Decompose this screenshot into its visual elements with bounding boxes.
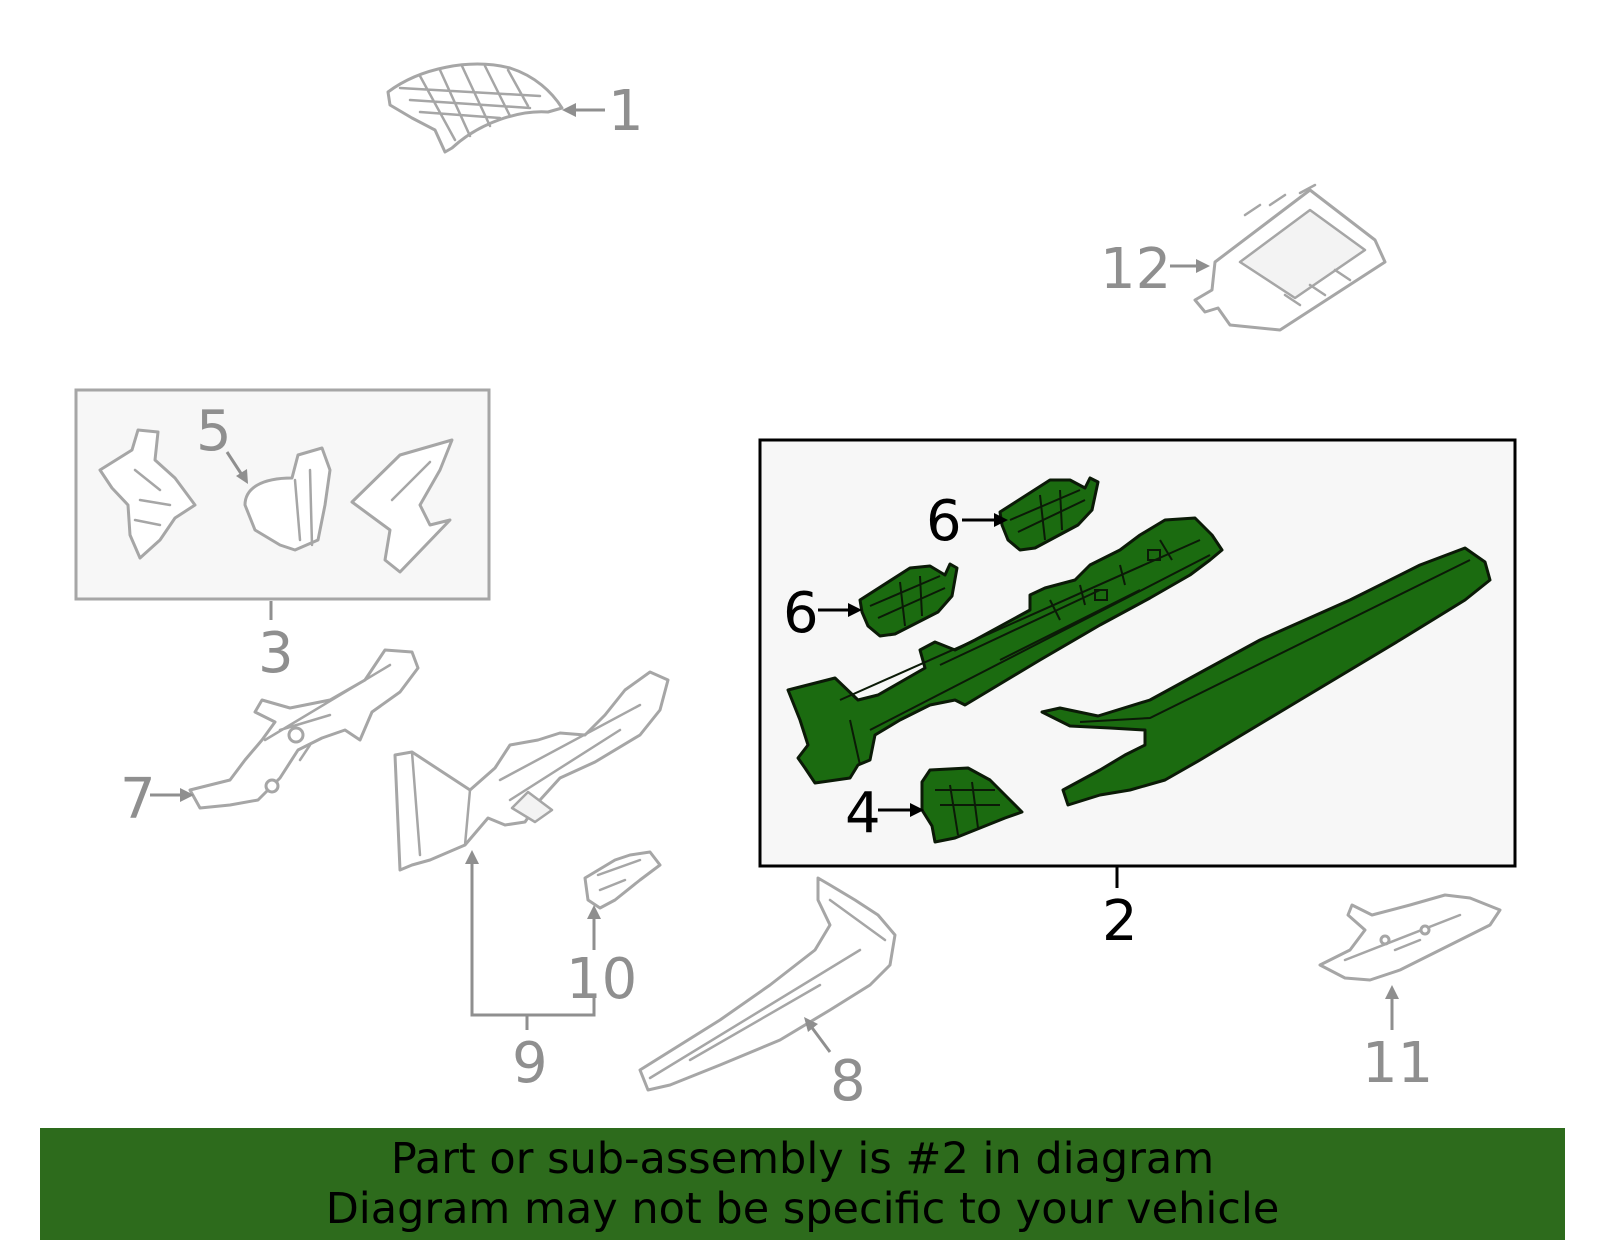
banner-line-2: Diagram may not be specific to your vehi… — [325, 1184, 1280, 1234]
callout-9: 9 — [512, 1031, 548, 1096]
part-1-grille[interactable] — [386, 62, 564, 154]
part-2-dash-carrier[interactable] — [786, 516, 1224, 785]
callout-8: 8 — [830, 1049, 866, 1114]
part-11-bracket[interactable] — [1318, 893, 1502, 982]
notice-banner: Part or sub-assembly is #2 in diagram Di… — [40, 1128, 1565, 1240]
part-7-bracket[interactable] — [188, 648, 420, 810]
callout-1: 1 — [608, 79, 644, 144]
banner-line-1: Part or sub-assembly is #2 in diagram — [390, 1134, 1215, 1184]
part-10-clip[interactable] — [583, 850, 662, 910]
callout-12: 12 — [1100, 237, 1171, 302]
callout-11: 11 — [1362, 1031, 1433, 1096]
part-9-lower-panel[interactable] — [393, 670, 670, 872]
part-12-module[interactable] — [1193, 183, 1387, 332]
part-3b-pillar-trim[interactable] — [350, 438, 454, 574]
group-2-box — [758, 438, 1517, 868]
part-5-duct[interactable] — [243, 446, 332, 552]
part-3a-bracket[interactable] — [98, 428, 197, 560]
part-8-lower-trim[interactable] — [638, 876, 897, 1092]
callout-6-upper: 6 — [926, 489, 962, 554]
callout-6-lower: 6 — [783, 581, 819, 646]
part-4-vent[interactable] — [920, 766, 1024, 844]
part-2-trim-strip[interactable] — [1040, 546, 1492, 807]
callout-5: 5 — [196, 399, 232, 464]
part-6-vent-lower[interactable] — [858, 562, 959, 638]
callout-3: 3 — [258, 621, 294, 686]
callout-10: 10 — [566, 947, 637, 1012]
callout-2: 2 — [1102, 889, 1138, 954]
callout-7: 7 — [120, 767, 156, 832]
callout-4: 4 — [845, 781, 881, 846]
part-6-vent-upper[interactable] — [998, 476, 1100, 552]
